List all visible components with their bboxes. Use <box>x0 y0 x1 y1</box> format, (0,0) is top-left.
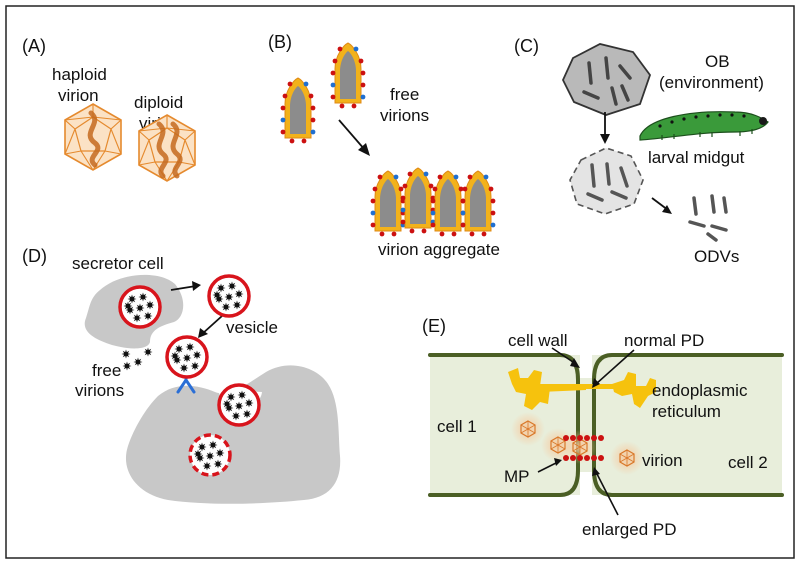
plant-cell-1 <box>430 355 580 495</box>
ob-label-line1: OB <box>705 52 730 71</box>
vesicle-docking <box>217 383 261 427</box>
odvs-cluster <box>688 194 728 242</box>
cell-walls <box>428 353 784 497</box>
free-virions-d-label-line2: virions <box>75 381 124 400</box>
panel-b: (B) free virions virion aggregate <box>268 32 500 259</box>
panel-e: (E) <box>422 316 784 539</box>
caterpillar-icon <box>639 111 769 141</box>
aggregation-arrowhead <box>358 143 370 156</box>
haploid-label-line2: virion <box>58 86 99 105</box>
free-virions-label-line2: virions <box>380 106 429 125</box>
panel-b-letter: (B) <box>268 32 292 52</box>
ob-contents <box>582 56 632 106</box>
panel-e-arrowheads <box>554 358 600 476</box>
endoplasmic-reticulum <box>508 368 656 410</box>
dissolve-arrowhead <box>600 134 610 144</box>
secretion-arrowhead <box>192 281 201 291</box>
dissolving-ob-contents <box>586 162 629 202</box>
free-virion-star-1 <box>121 349 131 359</box>
panel-d-letter: (D) <box>22 246 47 266</box>
aggregate-rod-virion-3 <box>430 170 466 237</box>
plant-virion-4 <box>619 449 635 467</box>
larval-midgut-label: larval midgut <box>648 148 745 167</box>
haploid-label-line1: haploid <box>52 65 107 84</box>
panel-c-letter: (C) <box>514 36 539 56</box>
virion-e-label: virion <box>642 451 683 470</box>
odvs-label: ODVs <box>694 247 739 266</box>
ob-label-line2: (environment) <box>659 73 764 92</box>
secretion-arrow <box>170 285 197 291</box>
vesicle-arrow <box>201 315 223 335</box>
diploid-label-line1: diploid <box>134 93 183 112</box>
er-label-line2: reticulum <box>652 402 721 421</box>
enlarged-pd-label: enlarged PD <box>582 520 677 539</box>
plant-virion-1 <box>520 420 536 438</box>
dissolving-occlusion-body <box>569 147 644 215</box>
aggregation-arrow <box>338 119 366 151</box>
mp-label: MP <box>504 467 530 486</box>
panel-e-pointers <box>537 347 635 516</box>
cell2-label: cell 2 <box>728 453 768 472</box>
free-virions-group <box>121 347 153 371</box>
free-rod-virion-2 <box>330 42 366 109</box>
panel-c: (C) OB (environment) larval midgut ODVs <box>514 36 769 266</box>
free-virion-star-3 <box>143 347 153 357</box>
vesicle-in-secretor <box>118 285 162 329</box>
aggregate-rod-virion-1 <box>370 170 406 237</box>
aggregate-rod-virion-4 <box>460 170 496 237</box>
free-virions-label-line1: free <box>390 85 419 104</box>
free-virion-star-2 <box>133 357 143 367</box>
virion-aggregate-label: virion aggregate <box>378 240 500 259</box>
aggregate-rod-virion-2 <box>400 167 436 234</box>
normal-pd-label: normal PD <box>624 331 704 350</box>
vesicle-released <box>207 274 251 318</box>
panel-a-letter: (A) <box>22 36 46 56</box>
figure-border <box>5 5 795 559</box>
panel-d: (D) secretor cell vesicle free virions t… <box>22 246 341 504</box>
cell-wall-label: cell wall <box>508 331 568 350</box>
target-cell <box>125 365 341 504</box>
cell1-label: cell 1 <box>437 417 477 436</box>
er-label-line1: endoplasmic <box>652 381 748 400</box>
rod-virions-group <box>280 42 496 237</box>
vesicles-group <box>118 274 261 477</box>
panel-e-letter: (E) <box>422 316 446 336</box>
free-virions-d-label-line1: free <box>92 361 121 380</box>
vesicle-arrowhead <box>198 328 208 338</box>
secretor-cell-label: secretor cell <box>72 254 164 273</box>
haploid-virion-capsid <box>64 103 122 171</box>
occlusion-body <box>562 43 652 116</box>
vesicle-label: vesicle <box>226 318 278 337</box>
panel-a: (A) haploid virion diploid virion <box>22 36 196 182</box>
plant-virion-2 <box>550 436 566 454</box>
vesicle-internalized <box>188 433 232 477</box>
release-arrowhead <box>662 205 672 214</box>
movement-protein <box>563 435 604 461</box>
diploid-virion-capsid <box>138 114 196 182</box>
free-virion-star-4 <box>122 361 132 371</box>
plant-cell-2 <box>592 355 782 495</box>
free-rod-virion-1 <box>280 77 316 144</box>
plant-virions-group <box>520 420 635 467</box>
vesicle-approaching <box>165 335 209 379</box>
